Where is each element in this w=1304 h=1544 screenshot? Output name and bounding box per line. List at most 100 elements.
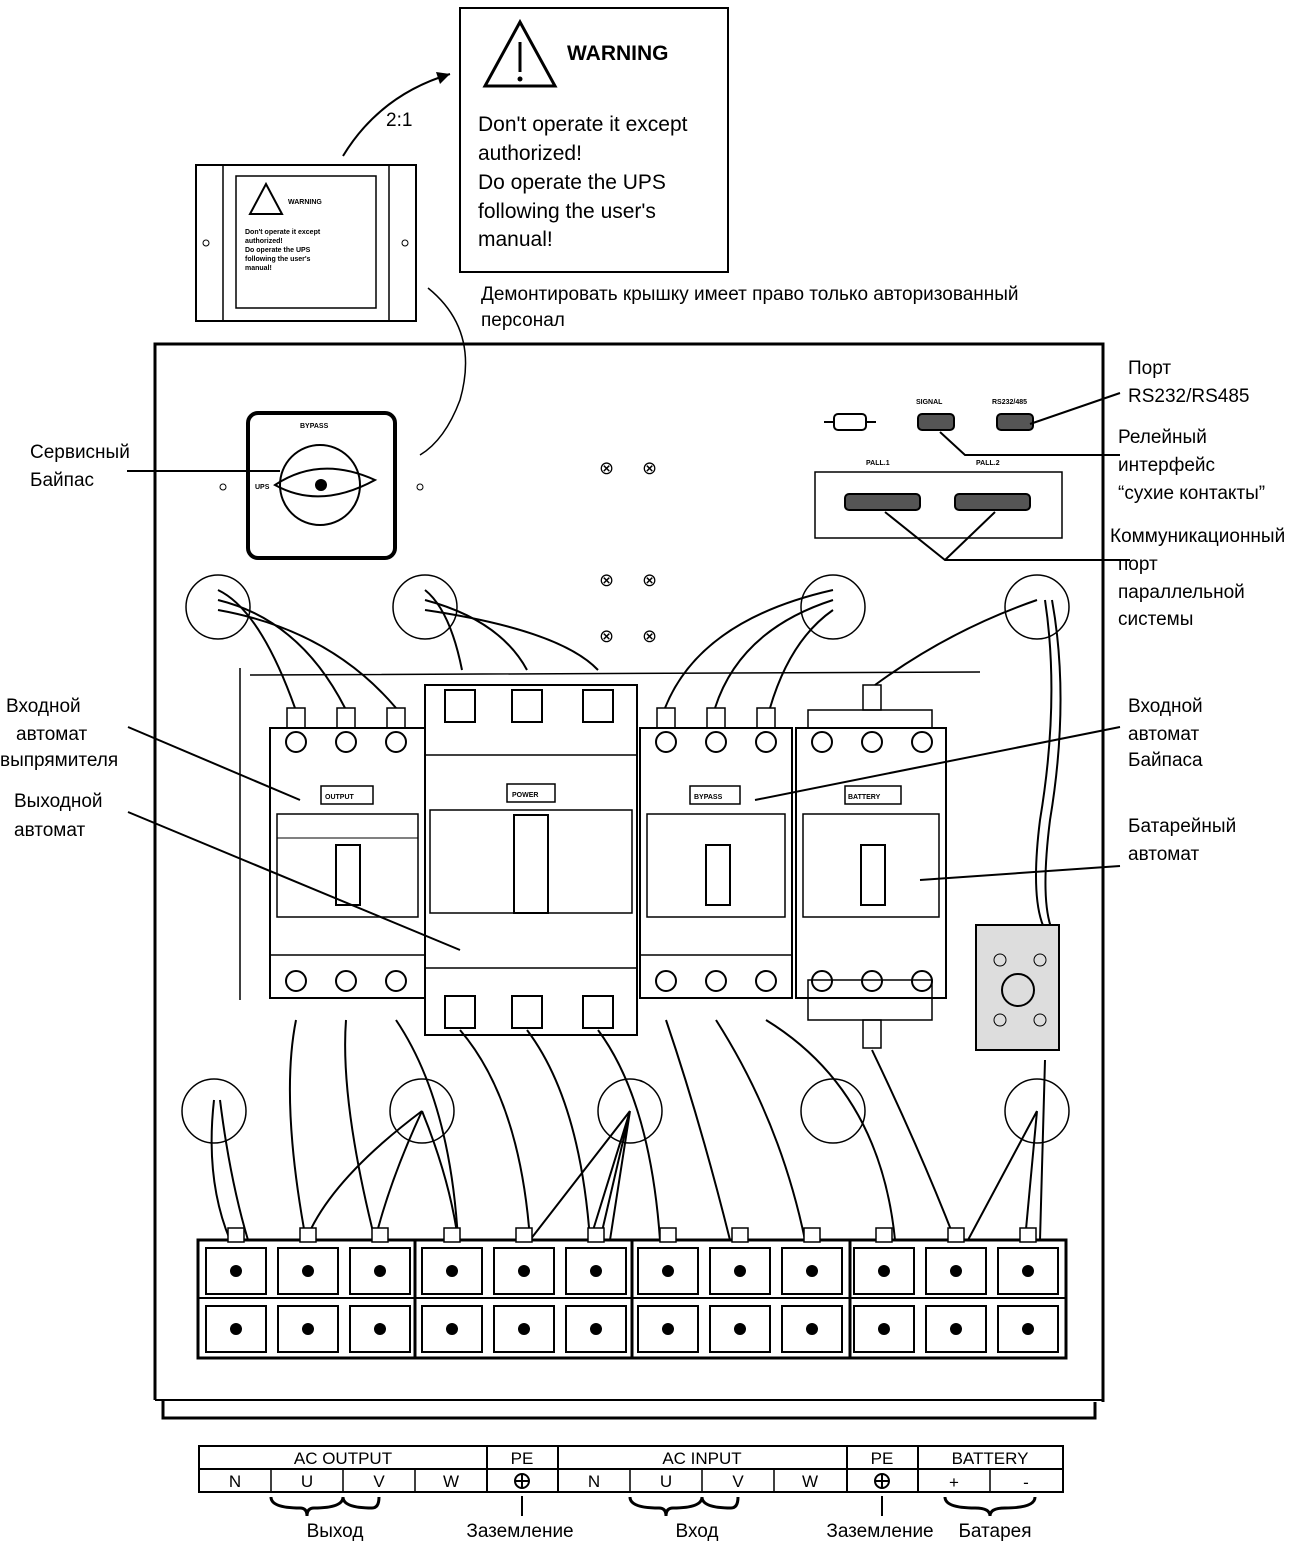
breaker-bypass: BYPASS xyxy=(639,707,793,999)
para2-label: PALL.2 xyxy=(976,460,1000,467)
cable-glands-bottom xyxy=(181,1078,1070,1144)
callout-bypass-input-2: автомат xyxy=(1128,724,1200,745)
terminal-cell xyxy=(493,1305,555,1353)
warning-line-1: Don't operate it except xyxy=(478,113,688,136)
cell-u-in: U xyxy=(660,1472,672,1491)
scale-label: 2:1 xyxy=(386,110,412,131)
svg-text:⊗: ⊗ xyxy=(642,570,657,590)
cell-n-in: N xyxy=(588,1472,600,1491)
terminal-lug xyxy=(515,1227,533,1243)
bypass-switch: BYPASS UPS xyxy=(219,411,424,560)
bottom-wires xyxy=(210,1019,1046,1241)
brace-input xyxy=(628,1496,704,1517)
terminal-lug xyxy=(947,1227,965,1243)
terminal-cell xyxy=(709,1305,771,1353)
small-warning-line-2: authorized! xyxy=(245,238,283,245)
callout-bypass-input-3: Байпаса xyxy=(1128,750,1203,771)
svg-text:⊗: ⊗ xyxy=(599,458,614,478)
callout-port-2: RS232/RS485 xyxy=(1128,386,1249,407)
group-pe-2: PE xyxy=(871,1449,894,1468)
caption-ground-1: Заземление xyxy=(466,1521,573,1542)
breaker-battery: BATTERY xyxy=(795,684,947,1049)
warning-title: WARNING xyxy=(567,42,669,65)
callout-relay-1: Релейный xyxy=(1118,427,1207,448)
terminal-screw-icon xyxy=(446,1265,458,1277)
cell-v-in: V xyxy=(732,1472,744,1491)
terminal-lug xyxy=(371,1227,389,1243)
small-warning-title: WARNING xyxy=(288,199,322,206)
terminal-cell xyxy=(421,1247,483,1295)
terminal-screw-icon xyxy=(950,1265,962,1277)
brace-output xyxy=(269,1496,345,1517)
callout-relay-3: “сухие контакты” xyxy=(1118,483,1265,504)
terminal-screw-icon xyxy=(518,1323,530,1335)
signal-port-label: SIGNAL xyxy=(916,399,943,406)
callout-rectifier-3: выпрямителя xyxy=(0,750,118,771)
terminal-screw-icon xyxy=(734,1265,746,1277)
warning-line-3: Do operate the UPS xyxy=(478,171,666,194)
terminal-cell xyxy=(997,1305,1059,1353)
callout-comm-3: параллельной xyxy=(1118,582,1245,603)
panel-screws: ⊗⊗ ⊗⊗ ⊗⊗ xyxy=(599,458,657,646)
terminal-lug xyxy=(587,1227,605,1243)
cover-plate: WARNING Don't operate it except authoriz… xyxy=(195,164,417,322)
callout-rectifier-2: автомат xyxy=(16,724,88,745)
callout-service-bypass-1: Сервисный xyxy=(30,442,130,463)
terminal-screw-icon xyxy=(446,1323,458,1335)
breaker-bypass-label: BYPASS xyxy=(694,794,723,801)
ground-icon xyxy=(514,1473,530,1489)
cell-plus: + xyxy=(949,1473,959,1492)
terminal-cell xyxy=(637,1305,699,1353)
small-warning-line-5: manual! xyxy=(245,265,272,272)
terminal-lug xyxy=(659,1227,677,1243)
caption-input: Вход xyxy=(676,1521,719,1542)
small-warning-line-1: Don't operate it except xyxy=(245,229,321,236)
group-pe-1: PE xyxy=(511,1449,534,1468)
cell-w-in: W xyxy=(802,1472,818,1491)
warning-line-5: manual! xyxy=(478,228,553,251)
terminal-lug xyxy=(299,1227,317,1243)
terminal-cell xyxy=(853,1305,915,1353)
terminal-cell xyxy=(997,1247,1059,1295)
small-warning-line-4: following the user's xyxy=(245,256,311,263)
ups-position-label: UPS xyxy=(255,484,270,491)
terminal-screw-icon xyxy=(806,1265,818,1277)
small-warning-icon xyxy=(248,181,284,215)
terminal-cell xyxy=(493,1247,555,1295)
warning-line-4: following the user's xyxy=(478,200,656,223)
breaker-output: OUTPUT xyxy=(269,707,426,999)
callout-output-1: Выходной xyxy=(14,791,103,812)
control-board xyxy=(975,924,1060,1051)
callout-comm-4: системы xyxy=(1118,609,1193,630)
terminal-cell xyxy=(349,1247,411,1295)
terminal-cell xyxy=(421,1305,483,1353)
terminal-legend-table: AC OUTPUT PE AC INPUT PE BATTERY N U V W… xyxy=(198,1445,1064,1542)
terminal-cell xyxy=(205,1247,267,1295)
callout-battery-1: Батарейный xyxy=(1128,816,1236,837)
terminal-lug xyxy=(227,1227,245,1243)
terminal-block xyxy=(196,1238,1068,1360)
terminal-lug xyxy=(1019,1227,1037,1243)
warning-line-2: authorized! xyxy=(478,142,582,165)
terminal-cell xyxy=(925,1305,987,1353)
svg-text:⊗: ⊗ xyxy=(599,570,614,590)
terminal-screw-icon xyxy=(878,1323,890,1335)
svg-text:⊗: ⊗ xyxy=(599,626,614,646)
terminal-cell xyxy=(205,1305,267,1353)
cabinet xyxy=(153,342,1105,1420)
para1-label: PALL.1 xyxy=(866,460,890,467)
terminal-cell xyxy=(781,1305,843,1353)
cover-note-line-1: Демонтировать крышку имеет право только … xyxy=(481,284,1019,305)
warning-triangle-icon xyxy=(482,18,558,88)
terminal-screw-icon xyxy=(806,1323,818,1335)
terminal-cell xyxy=(277,1247,339,1295)
zoom-arrow-icon xyxy=(436,72,450,84)
callout-battery-2: автомат xyxy=(1128,844,1200,865)
cell-w-out: W xyxy=(443,1472,459,1491)
group-ac-input: AC INPUT xyxy=(662,1449,741,1468)
bypass-switch-label: BYPASS xyxy=(300,423,329,430)
terminal-screw-icon xyxy=(230,1323,242,1335)
terminal-cell xyxy=(781,1247,843,1295)
breaker-output-label: OUTPUT xyxy=(325,794,355,801)
callout-output-2: автомат xyxy=(14,820,86,841)
